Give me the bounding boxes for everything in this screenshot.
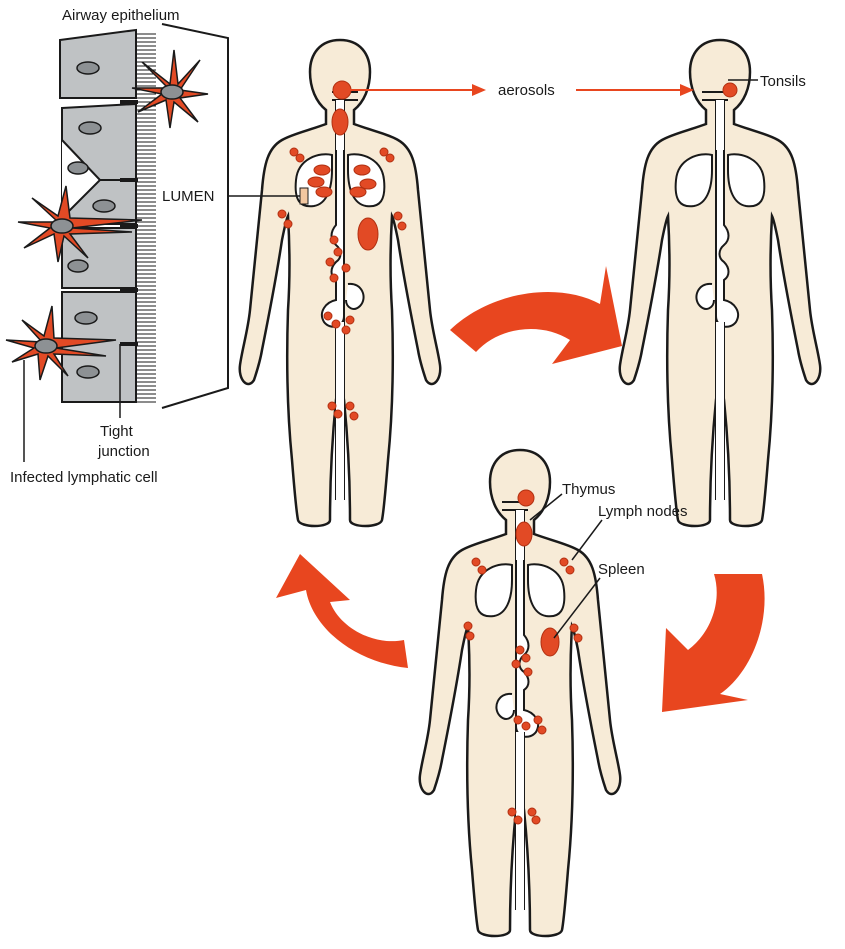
infected-cell-label: Infected lymphatic cell [10, 469, 158, 486]
airway-epithelium-label: Airway epithelium [62, 7, 180, 24]
human-figure-lymphatic [420, 450, 621, 936]
thymus-label: Thymus [562, 481, 615, 498]
curved-arrow-icon [450, 266, 622, 364]
tonsils-label: Tonsils [760, 73, 806, 90]
epithelial-cell [62, 292, 136, 402]
lymph-nodes-label: Lymph nodes [598, 503, 688, 520]
spleen-label: Spleen [598, 561, 645, 578]
aerosols-label: aerosols [498, 82, 555, 99]
epithelial-cell [60, 30, 136, 98]
tonsils-site [723, 83, 737, 97]
lumen-label: LUMEN [162, 188, 215, 205]
aerosols-arrow: aerosols [350, 82, 694, 99]
human-figure-source [240, 40, 441, 526]
tight-junction-label-2: junction [97, 443, 150, 460]
airway-epithelium-panel: Airway epithelium Tight junction Infecte… [6, 7, 228, 486]
curved-arrow-icon [662, 574, 765, 712]
human-figure-tonsils [620, 40, 821, 526]
tight-junction-label-1: Tight [100, 423, 134, 440]
curved-arrow-icon [276, 554, 408, 668]
